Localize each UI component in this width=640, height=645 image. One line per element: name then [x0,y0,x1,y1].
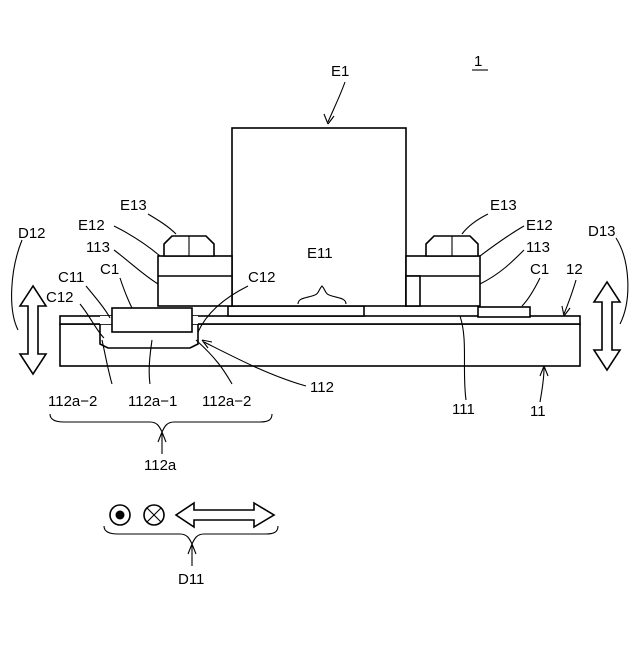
label-113-right: 113 [526,239,550,256]
label-112a2-left: 112a−2 [48,393,97,410]
label-e1: E1 [331,63,349,80]
label-112: 112 [310,379,334,396]
chip-c1-right [478,307,530,317]
label-d11: D11 [178,571,204,588]
label-c12-center: C12 [248,269,276,286]
leader-e13-left [148,214,176,234]
label-c1-left: C1 [100,261,119,278]
arrow-d11 [176,503,274,527]
label-d13: D13 [588,223,616,240]
label-e13-right: E13 [490,197,517,214]
figure-number: 1 [474,53,482,70]
chip-c1-left [112,308,192,332]
label-113-left: 113 [86,239,110,256]
leader-e1 [328,82,345,122]
spacer-right [406,276,420,306]
label-e12-right: E12 [526,217,553,234]
label-12: 12 [566,261,583,278]
label-e13-left: E13 [120,197,147,214]
label-c11: C11 [58,269,84,286]
label-d12: D12 [18,225,46,242]
out-of-page-dot [116,511,125,520]
label-c1-right: C1 [530,261,549,278]
leader-c11 [86,286,110,318]
label-112a: 112a [144,457,177,474]
label-c12-left: C12 [46,289,74,306]
leader-e13-right [462,214,488,234]
leader-d13 [616,238,628,324]
flat-part-e11 [228,306,364,316]
label-11: 11 [530,403,546,420]
leader-e12-right [480,226,524,256]
brace-112a [50,414,272,432]
label-e11: E11 [307,245,333,262]
leader-c1-left [120,278,132,308]
arrow-d12 [20,286,46,374]
label-111: 111 [452,401,475,418]
leader-d12 [12,240,22,330]
leader-113-right [480,250,524,284]
brace-d11 [104,526,278,544]
leader-c1-right [522,278,540,306]
label-e12-left: E12 [78,217,105,234]
terminal-block-113-left [158,256,232,306]
arrow-d13 [594,282,620,370]
leader-e12-left [114,226,160,256]
label-112a1: 112a−1 [128,393,177,410]
label-112a2-right: 112a−2 [202,393,251,410]
